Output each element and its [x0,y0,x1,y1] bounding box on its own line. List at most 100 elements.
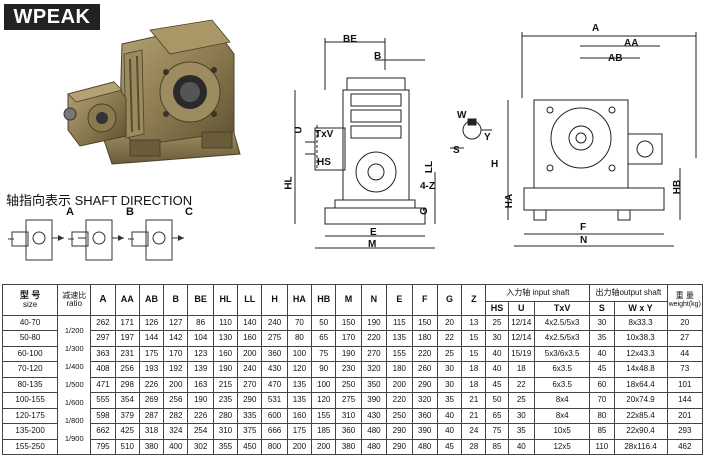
table-cell: 190 [360,314,388,332]
table-cell: 44 [666,345,704,363]
table-cell: 379 [114,407,140,425]
model-cell: 135-200 [1,423,59,440]
ratio-value: 1/900 [64,434,84,443]
table-cell: 12x43.3 [613,345,668,363]
table-cell: 15 [461,330,487,347]
model-cell: 120-175 [1,407,59,425]
dim-hl: HL [283,176,295,190]
th-input-group: 入力轴 input shaft [485,284,591,302]
table-cell: 354 [114,392,140,409]
table-cell: 380 [138,438,165,455]
table-cell: 22 [507,376,536,394]
table-cell: 110 [212,314,239,332]
table-cell: 220 [386,392,413,409]
dim-e: E [370,227,377,238]
table-cell: 185 [311,423,337,440]
table-cell: 22 [436,330,463,347]
th-e: E [386,284,413,316]
ratio-value: 1/200 [64,326,84,335]
shaft-panel-b-letter: B [126,206,134,218]
table-cell: 21 [461,407,487,425]
dim-w: W [457,110,467,121]
table-cell: 302 [187,438,214,455]
table-cell: 190 [187,392,214,409]
shaft-panel-c-letter: C [185,206,193,218]
th-be: BE [187,284,214,316]
table-cell: 18 [507,361,536,378]
th-u: U [507,301,536,316]
table-cell: 598 [90,407,116,425]
table-cell: 298 [114,376,140,394]
table-cell: 40 [485,345,509,363]
table-cell: 293 [666,423,704,440]
table-cell: 27 [666,330,704,347]
table-cell: 80 [589,407,615,425]
table-cell: 10x38.3 [613,330,668,347]
table-cell: 24 [461,423,487,440]
table-cell: 18 [461,361,487,378]
table-cell: 140 [237,314,263,332]
table-cell: 135 [386,330,413,347]
table-cell: 200 [311,438,337,455]
table-cell: 200 [286,438,313,455]
ratio-value: 1/500 [64,380,84,389]
brand-logo: WPEAK [4,4,100,30]
table-cell: 8x4 [534,392,591,409]
table-cell: 22x90.4 [613,423,668,440]
model-cell: 70-120 [1,361,59,378]
table-cell: 350 [360,376,388,394]
output-key-detail [450,118,492,149]
table-cell: 30 [436,361,463,378]
table-cell: 282 [163,407,189,425]
th-a: A [90,284,116,316]
table-cell: 126 [138,314,165,332]
table-cell: 430 [360,407,388,425]
table-cell: 13 [461,314,487,332]
table-cell: 480 [360,438,388,455]
table-cell: 160 [212,345,239,363]
table-cell: 28 [461,438,487,455]
table-cell: 220 [411,345,438,363]
table-cell: 235 [212,392,239,409]
table-cell: 260 [411,361,438,378]
table-cell: 45 [589,361,615,378]
dim-4z: 4-Z [420,181,435,192]
table-cell: 135 [286,392,313,409]
table-cell: 12/14 [507,330,536,347]
table-cell: 104 [187,330,214,347]
table-cell: 70 [286,314,313,332]
table-cell: 60 [589,376,615,394]
table-cell: 30 [485,330,509,347]
th-b: B [163,284,189,316]
model-cell: 60-100 [1,345,59,363]
table-cell: 230 [335,361,362,378]
dim-hb: HB [672,179,684,195]
table-cell: 86 [187,314,214,332]
table-cell: 600 [261,407,288,425]
th-model-label: 型 号 [19,289,41,300]
table-cell: 310 [335,407,362,425]
table-cell: 290 [237,392,263,409]
table-cell: 171 [114,314,140,332]
table-cell: 220 [360,330,388,347]
table-cell: 110 [589,438,615,455]
dim-u: U [293,126,305,134]
table-cell: 65 [311,330,337,347]
dim-m: M [368,239,377,250]
table-cell: 215 [212,376,239,394]
table-cell: 144 [666,392,704,409]
ratio-value: 1/600 [64,398,84,407]
side-view-drawing [507,32,697,247]
table-cell: 510 [114,438,140,455]
table-cell: 75 [485,423,509,440]
table-cell: 190 [212,361,239,378]
table-cell: 85 [485,438,509,455]
table-cell: 18 [461,376,487,394]
table-cell: 480 [360,423,388,440]
table-cell: 75 [311,345,337,363]
th-output-group: 出力轴output shaft [589,284,668,302]
table-cell: 175 [138,345,165,363]
